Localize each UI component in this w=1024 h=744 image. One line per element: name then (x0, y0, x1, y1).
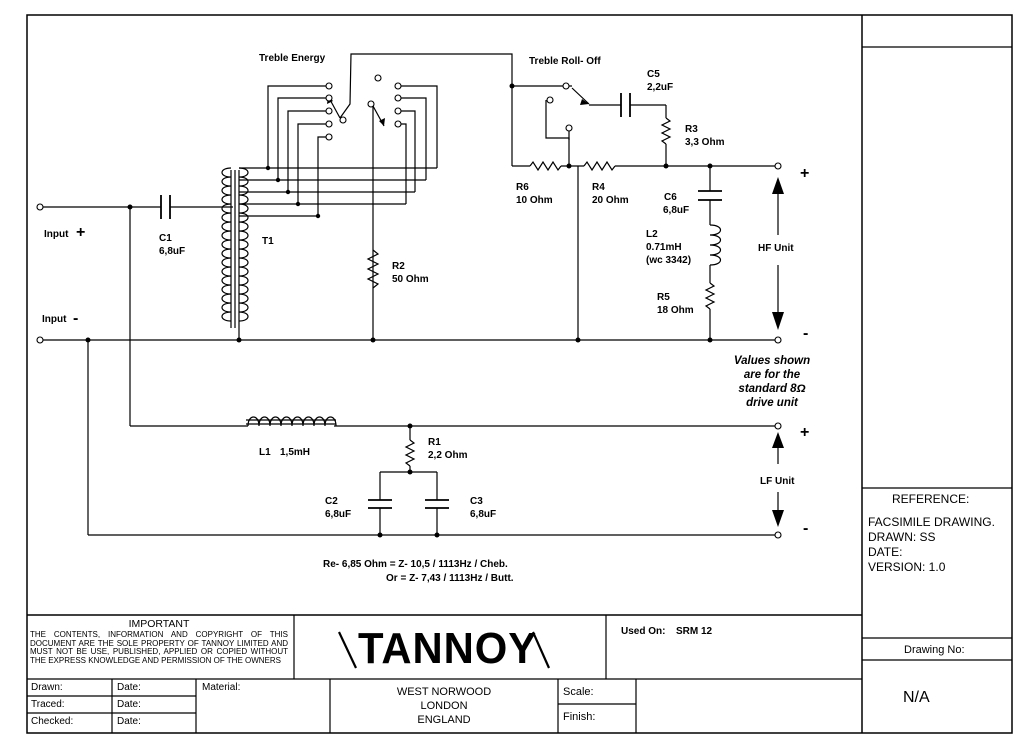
treble-rolloff-label: Treble Roll- Off (529, 56, 601, 67)
traced-date-label: Date: (117, 699, 141, 710)
traced-label: Traced: (31, 699, 65, 710)
r2-value: 50 Ohm (392, 274, 429, 285)
scale-label: Scale: (563, 686, 594, 698)
input-plus-sign: + (76, 224, 86, 241)
used-on-value: SRM 12 (676, 626, 713, 637)
r3-name: R3 (685, 124, 698, 135)
l2-name: L2 (646, 229, 658, 240)
drawing-border (26, 14, 1013, 734)
values-note-line: are for the (743, 369, 801, 381)
r6-name: R6 (516, 182, 529, 193)
l2-value: 0.71mH (646, 242, 682, 253)
c1-value: 6,8uF (159, 246, 186, 257)
l1-name: L1 (259, 447, 271, 458)
address-block: WEST NORWOOD LONDON ENGLAND (330, 685, 558, 727)
r1-name: R1 (428, 437, 441, 448)
input-minus-label: Input (42, 314, 67, 325)
hf-plus-sign: + (800, 165, 810, 182)
reference-line: VERSION: 1.0 (868, 560, 946, 574)
c3-name: C3 (470, 496, 483, 507)
input-minus-sign: - (73, 310, 79, 327)
address-line: WEST NORWOOD (396, 686, 492, 698)
c5-name: C5 (647, 69, 660, 80)
equation-line-2: Or = Z- 7,43 / 1113Hz / Butt. (386, 573, 514, 584)
values-note-line: standard 8Ω (738, 383, 806, 395)
lf-unit-label: LF Unit (760, 476, 795, 488)
c6-name: C6 (664, 192, 677, 203)
material-label: Material: (202, 682, 241, 693)
values-note-line: Values shown (733, 355, 811, 367)
values-note-line: drive unit (746, 397, 798, 409)
drawn-label: Drawn: (31, 682, 63, 693)
address-line: ENGLAND (417, 714, 471, 726)
lf-plus-sign: + (800, 424, 810, 441)
lf-minus-sign: - (803, 520, 809, 537)
reference-line: FACSIMILE DRAWING. (868, 515, 995, 529)
finish-label: Finish: (563, 711, 596, 723)
reference-line: DATE: (868, 545, 903, 559)
checked-label: Checked: (31, 716, 74, 727)
input-plus-label: Input (44, 229, 69, 240)
drawing-no-label: Drawing No: (904, 644, 965, 656)
c2-value: 6,8uF (325, 509, 352, 520)
r5-value: 18 Ohm (657, 305, 694, 316)
drawn-date-label: Date: (117, 682, 141, 693)
reference-title: REFERENCE: (892, 492, 970, 506)
values-note: Values shown are for the standard 8Ω dri… (722, 354, 822, 410)
hf-minus-sign: - (803, 325, 809, 342)
r4-value: 20 Ohm (592, 195, 629, 206)
important-title: IMPORTANT (128, 618, 190, 630)
c2-name: C2 (325, 496, 338, 507)
c6-value: 6,8uF (663, 205, 690, 216)
treble-energy-label: Treble Energy (259, 53, 326, 64)
important-text: The contents, information and copyright … (30, 630, 288, 665)
c1-name: C1 (159, 233, 172, 244)
c5-value: 2,2uF (647, 82, 674, 93)
hf-unit-label: HF Unit (758, 243, 794, 255)
r3-value: 3,3 Ohm (685, 137, 725, 148)
reference-line: DRAWN: SS (868, 530, 936, 544)
r1-value: 2,2 Ohm (428, 450, 468, 461)
checked-date-label: Date: (117, 716, 141, 727)
logo-left-slash (338, 631, 357, 669)
t1-name: T1 (262, 236, 274, 247)
address-line: LONDON (420, 700, 468, 712)
tannoy-logo: TANNOY (358, 624, 538, 673)
r4-name: R4 (592, 182, 605, 193)
l1-value: 1,5mH (280, 447, 311, 458)
l2-note: (wc 3342) (646, 255, 692, 266)
r2-name: R2 (392, 261, 405, 272)
r5-name: R5 (657, 292, 670, 303)
logo-right-slash (531, 631, 551, 669)
drawing-no-value: N/A (903, 689, 930, 706)
r6-value: 10 Ohm (516, 195, 553, 206)
equation-line-1: Re- 6,85 Ohm = Z- 10,5 / 1113Hz / Cheb. (323, 559, 508, 570)
used-on-label: Used On: (621, 626, 666, 637)
c3-value: 6,8uF (470, 509, 497, 520)
